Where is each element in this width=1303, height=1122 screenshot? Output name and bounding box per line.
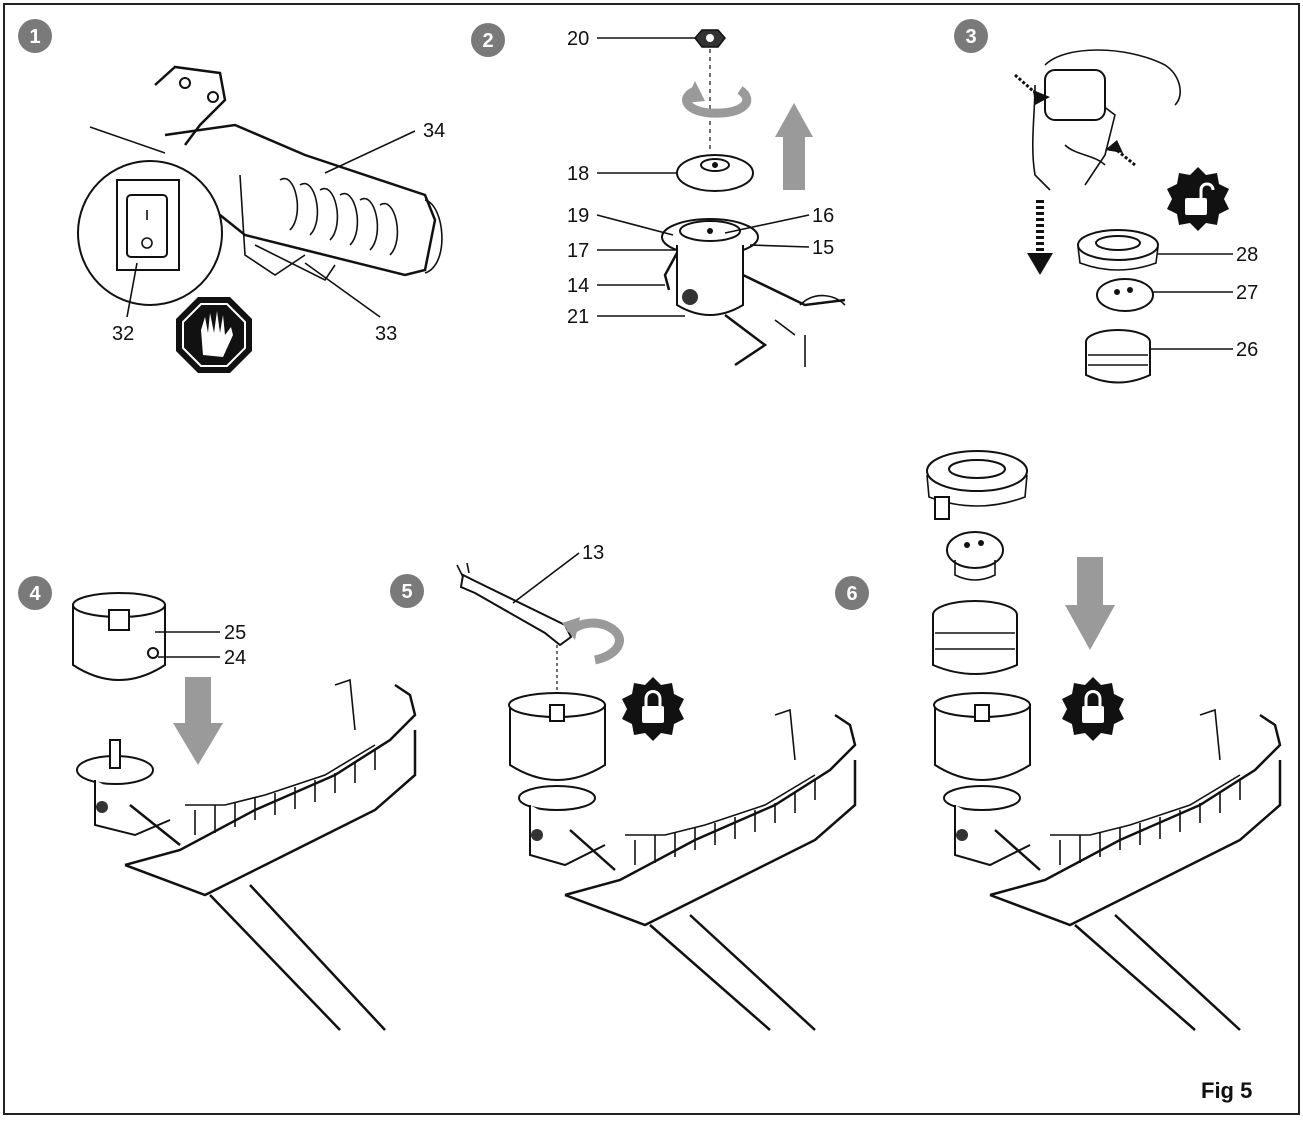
step-1-badge: 1: [18, 19, 52, 53]
step-5-badge: 5: [390, 574, 424, 608]
label-14: 14: [567, 275, 589, 297]
label-18: 18: [567, 163, 589, 185]
spring-cap-part: [1096, 278, 1154, 312]
label-24: 24: [224, 647, 246, 669]
figure-caption: Fig 5: [1201, 1078, 1252, 1103]
lock-icon: [622, 677, 684, 741]
assembled-head: [933, 692, 1041, 871]
guard-illustration: [564, 708, 857, 1031]
label-28: 28: [1236, 244, 1258, 266]
washer-part: [676, 154, 754, 192]
wrench-tool: [456, 562, 573, 647]
figure-frame: 1: [3, 3, 1300, 1115]
label-26: 26: [1236, 339, 1258, 361]
switch-zoom-detail: [77, 160, 223, 306]
step-6-panel: 6: [835, 450, 1282, 1031]
step-3-panel: 3: [954, 19, 1258, 384]
label-21: 21: [567, 306, 589, 328]
label-25: 25: [224, 622, 246, 644]
spool-housing-part: [72, 592, 166, 681]
arrow-down-icon: [1065, 557, 1115, 650]
spool-part: [932, 600, 1018, 675]
svg-text:4: 4: [29, 583, 41, 605]
label-20: 20: [567, 28, 589, 50]
arrow-down-icon: [173, 677, 223, 765]
label-33: 33: [375, 323, 397, 345]
svg-text:1: 1: [29, 26, 40, 48]
leader-32: [126, 262, 138, 318]
step-6-badge: 6: [835, 576, 869, 610]
label-15: 15: [812, 237, 834, 259]
svg-text:3: 3: [965, 26, 976, 48]
label-13: 13: [582, 542, 604, 564]
rotate-arrow-icon: [682, 81, 752, 118]
label-34: 34: [423, 120, 445, 142]
leader-line: [89, 126, 166, 154]
handle-illustration: [154, 65, 443, 282]
arrow-up-icon: [775, 103, 813, 190]
hand-illustration: [1031, 49, 1181, 191]
spool-cap-part: [926, 450, 1028, 520]
step-2-badge: 2: [471, 23, 505, 57]
label-32: 32: [112, 323, 134, 345]
stop-hand-icon: [176, 297, 252, 373]
step-4-badge: 4: [18, 576, 52, 610]
label-16: 16: [812, 205, 834, 227]
press-arrows: [1014, 73, 1136, 167]
assembled-head: [508, 692, 616, 871]
rotate-arrow-icon: [562, 617, 624, 665]
trimmer-head: [76, 739, 181, 846]
step-4-panel: 4 25 24: [18, 576, 417, 1031]
label-27: 27: [1236, 282, 1258, 304]
nut-part: [694, 29, 726, 48]
guard-illustration: [989, 708, 1282, 1031]
svg-text:6: 6: [846, 583, 857, 605]
leader-33: [304, 262, 381, 318]
svg-text:2: 2: [482, 30, 493, 52]
svg-text:5: 5: [401, 581, 412, 603]
label-19: 19: [567, 205, 589, 227]
spring-cap-part: [946, 531, 1004, 581]
spool-cap-part: [1077, 229, 1159, 271]
spool-part: [1085, 329, 1151, 384]
lock-icon: [1062, 677, 1124, 741]
step-3-badge: 3: [954, 19, 988, 53]
grip-coils: [279, 177, 399, 256]
step-5-panel: 5 13: [390, 542, 857, 1031]
leader-34: [324, 130, 416, 174]
step-2-panel: 2: [471, 23, 846, 367]
unlock-icon: [1167, 167, 1229, 231]
arrow-down-icon: [1027, 200, 1053, 275]
figure-canvas: 1: [18, 19, 1282, 1103]
hub-assembly: [661, 218, 846, 367]
guard-illustration: [124, 678, 417, 1031]
label-17: 17: [567, 240, 589, 262]
step-1-panel: 1: [18, 19, 445, 373]
